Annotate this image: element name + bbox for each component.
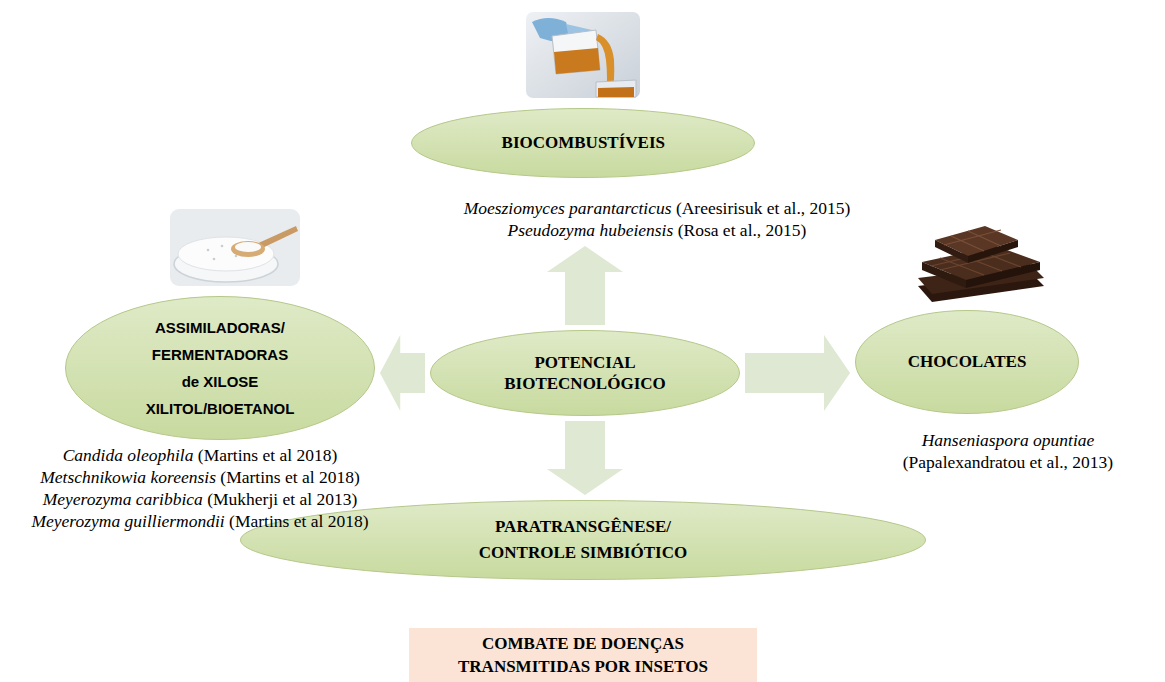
species-citation: Meyerozyma caribbica (Mukherji et al 201… [0, 488, 400, 510]
species-citation: Meyerozyma guilliermondii (Martins et al… [0, 510, 400, 532]
ellipse-node: BIOCOMBUSTÍVEISMoesziomyces parantarctic… [411, 108, 755, 178]
salt-photo [170, 209, 300, 286]
note-text: COMBATE DE DOENÇAS TRANSMITIDAS POR INSE… [418, 632, 748, 678]
citation-list: Moesziomyces parantarcticus (Areesirisuk… [417, 197, 897, 241]
ellipse-shape [412, 109, 755, 178]
block-arrow [547, 421, 623, 495]
node-title: CHOCOLATES [908, 351, 1027, 373]
title-holder: POTENCIAL BIOTECNOLÓGICO [485, 352, 685, 394]
chocolate-photo [918, 226, 1044, 302]
ellipse-node: POTENCIAL BIOTECNOLÓGICO [430, 330, 740, 416]
title-holder: BIOCOMBUSTÍVEIS [501, 132, 665, 154]
ellipse-shape [856, 311, 1079, 414]
title-holder: COMBATE DE DOENÇAS TRANSMITIDAS POR INSE… [418, 632, 748, 678]
block-arrow [380, 335, 425, 411]
ellipse-shape [241, 501, 926, 580]
node-title: ASSIMILADORAS/ FERMENTADORAS de XILOSE X… [142, 314, 298, 422]
node-title: BIOCOMBUSTÍVEIS [501, 132, 665, 154]
node-title: PARATRANSGÊNESE/ CONTROLE SIMBIÓTICO [458, 514, 708, 566]
ellipse-shape [66, 297, 375, 440]
beaker-photo [526, 12, 640, 98]
note-box: COMBATE DE DOENÇAS TRANSMITIDAS POR INSE… [409, 628, 757, 682]
block-arrow [745, 335, 850, 411]
ellipse-outline [65, 296, 375, 440]
species-citation: Candida oleophila (Martins et al 2018) [0, 444, 400, 466]
node-title: POTENCIAL BIOTECNOLÓGICO [485, 352, 685, 394]
title-holder: CHOCOLATES [908, 351, 1027, 373]
species-citation: Moesziomyces parantarcticus (Areesirisuk… [417, 197, 897, 219]
citation-list: Candida oleophila (Martins et al 2018)Me… [0, 444, 400, 532]
ellipse-node: ASSIMILADORAS/ FERMENTADORAS de XILOSE X… [65, 296, 375, 440]
citation-list: Hanseniaspora opuntiae (Papalexandratou … [860, 429, 1156, 473]
species-citation: Hanseniaspora opuntiae (Papalexandratou … [860, 429, 1156, 473]
ellipse-shape [431, 331, 740, 416]
species-citation: Pseudozyma hubeiensis (Rosa et al., 2015… [417, 219, 897, 241]
species-citation: Metschnikowia koreensis (Martins et al 2… [0, 466, 400, 488]
block-arrow [547, 246, 623, 325]
ellipse-outline [430, 330, 740, 416]
ellipse-node: CHOCOLATESHanseniaspora opuntiae (Papale… [855, 310, 1079, 414]
title-holder: PARATRANSGÊNESE/ CONTROLE SIMBIÓTICO [458, 514, 708, 566]
title-holder: ASSIMILADORAS/ FERMENTADORAS de XILOSE X… [142, 314, 298, 422]
